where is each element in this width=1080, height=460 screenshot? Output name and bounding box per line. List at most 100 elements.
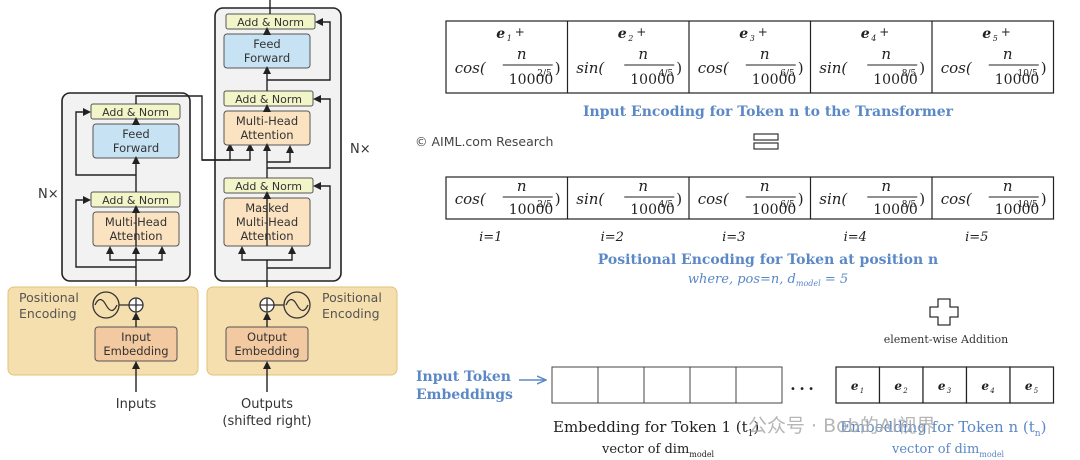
plus-sign: +	[758, 25, 768, 39]
position-index-label: i=4	[844, 230, 867, 245]
position-index-label: i=2	[601, 230, 624, 245]
close-paren: )	[1041, 190, 1047, 208]
encoder-feed-forward-line1: Feed	[122, 127, 149, 141]
encoder-feed-forward-line2: Forward	[113, 141, 159, 155]
token-element-index: 5	[993, 34, 998, 43]
positional-right-line1: Positional	[322, 290, 382, 305]
position-index-label: i=3	[722, 230, 745, 245]
input-token-embeddings-line1: Input Token	[416, 369, 511, 385]
base-label: 10000	[995, 202, 1040, 218]
positional-left-line1: Positional	[19, 290, 79, 305]
trig-function-label: sin(	[576, 190, 605, 208]
exponent-label: 10/5	[1018, 200, 1038, 210]
numerator-label: n	[1003, 177, 1013, 195]
svg-text:e: e	[981, 379, 989, 393]
close-paren: )	[919, 190, 925, 208]
encoder-block	[61, 92, 191, 282]
exponent-label: 8/5	[902, 200, 917, 210]
plus-sign: +	[1001, 25, 1011, 39]
embedding-cell-empty	[735, 366, 783, 404]
positional-encoding-table: cos(n100002/5)i=1sin(n100004/5)i=2cos(n1…	[445, 176, 1055, 245]
copyright-label: © AIML.com Research	[415, 134, 553, 149]
positional-encoding-right: Positional Encoding	[259, 290, 382, 321]
token-element-label: e	[496, 26, 505, 42]
watermark: 公众号 · Bob的AI视界	[748, 415, 935, 437]
encoder-connectors	[75, 95, 254, 286]
exponent-label: 10/5	[1018, 69, 1038, 79]
trig-function-label: cos(	[698, 190, 730, 208]
decoder-feed-forward-line2: Forward	[244, 51, 290, 65]
trig-function-label: cos(	[455, 59, 487, 77]
numerator-label: n	[517, 45, 527, 63]
sine-wave-curve-icon	[94, 298, 118, 312]
close-paren: )	[676, 59, 682, 77]
svg-text:3: 3	[947, 387, 952, 395]
embedding-cell-empty	[551, 366, 599, 404]
trig-function-label: cos(	[455, 190, 487, 208]
positional-left-line2: Encoding	[19, 306, 77, 321]
position-index-label: i=5	[965, 230, 988, 245]
exponent-label: 4/5	[659, 69, 674, 79]
inputs-label: Inputs	[116, 397, 157, 412]
encoder-add-norm-bottom-label: Add & Norm	[102, 194, 169, 207]
decoder-add-norm-3-label: Add & Norm	[235, 180, 302, 193]
decoder-cross-attention-line1: Multi-Head	[236, 114, 298, 128]
token-element-index: 4	[870, 34, 876, 43]
svg-text:4: 4	[989, 387, 994, 395]
architecture: N× N× Add & Norm Feed Forward Add & Norm…	[7, 0, 398, 429]
base-label: 10000	[873, 72, 918, 88]
positional-encoding-caption: Positional Encoding for Token at positio…	[598, 252, 938, 268]
close-paren: )	[919, 59, 925, 77]
svg-text:1: 1	[860, 387, 864, 395]
token-element-index: 3	[750, 34, 755, 43]
output-embedding-line2: Embedding	[234, 344, 299, 358]
numerator-label: n	[1003, 45, 1013, 63]
embedding-token-1-caption: Embedding for Token 1 (t1)	[553, 418, 759, 439]
base-label: 10000	[752, 72, 797, 88]
base-label: 10000	[995, 72, 1040, 88]
token-element-label: e	[618, 26, 627, 42]
encoder-add-norm-top-label: Add & Norm	[102, 106, 169, 119]
sine-wave-curve-icon	[285, 298, 309, 312]
trig-function-label: sin(	[819, 59, 848, 77]
close-paren: )	[798, 59, 804, 77]
embedding-connectors	[132, 312, 271, 392]
decoder-add-norm-1-label: Add & Norm	[237, 16, 304, 29]
decoder-connectors	[238, 0, 331, 287]
output-embedding-line1: Output	[247, 330, 287, 344]
base-label: 10000	[873, 202, 918, 218]
token-element-label: e	[982, 26, 991, 42]
vector-dim-left: vector of dimmodel	[601, 442, 715, 459]
embedding-ellipsis: • • •	[790, 384, 814, 395]
outputs-label-line1: Outputs	[241, 397, 293, 412]
exponent-label: 8/5	[902, 69, 917, 79]
base-label: 10000	[509, 72, 554, 88]
sine-wave-icon	[283, 291, 311, 319]
numerator-label: n	[638, 177, 648, 195]
close-paren: )	[676, 190, 682, 208]
close-paren: )	[798, 190, 804, 208]
embedding-token-1	[551, 366, 783, 404]
plus-sign: +	[515, 25, 525, 39]
embedding-cell-empty	[643, 366, 691, 404]
exponent-label: 4/5	[659, 200, 674, 210]
trig-function-label: sin(	[576, 59, 605, 77]
trig-function-label: sin(	[819, 190, 848, 208]
numerator-label: n	[638, 45, 648, 63]
trig-function-label: cos(	[941, 190, 973, 208]
base-label: 10000	[630, 72, 675, 88]
exponent-label: 2/5	[537, 200, 552, 210]
token-element-index: 2	[627, 34, 633, 43]
close-paren: )	[555, 59, 561, 77]
